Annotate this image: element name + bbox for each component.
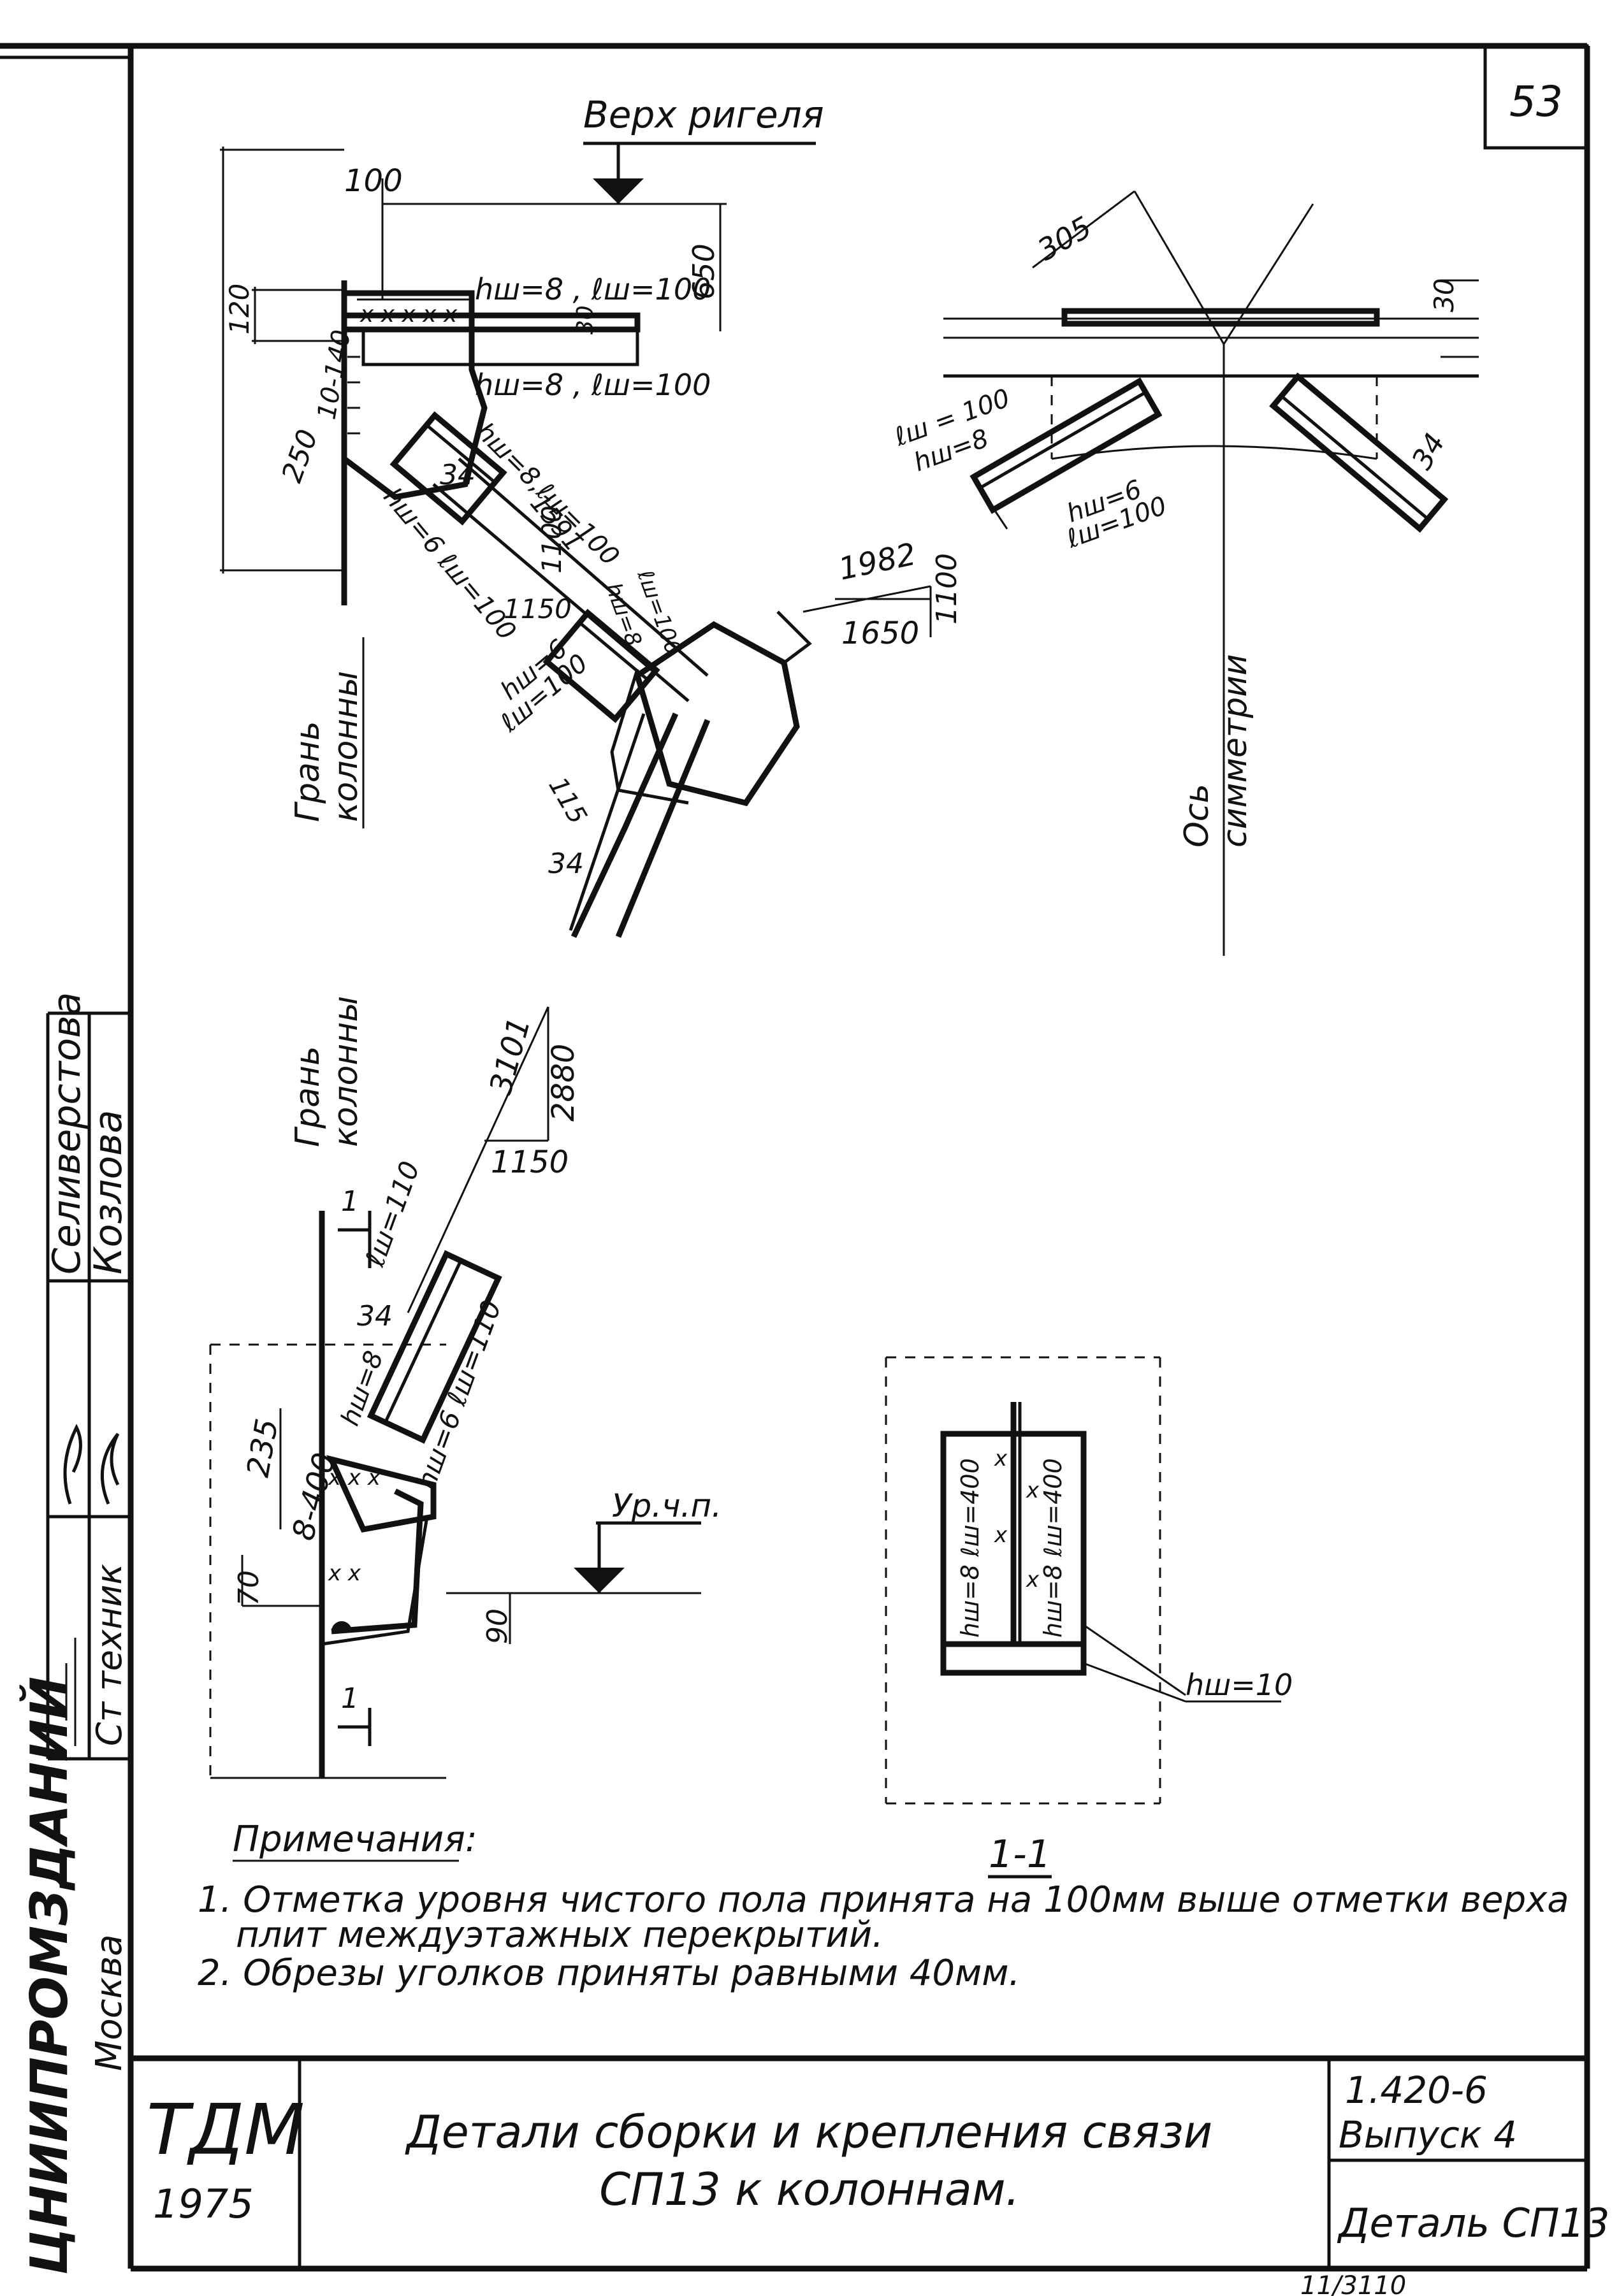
title-line-1: Детали сборки и крепления связи bbox=[405, 2106, 1212, 2158]
floor-level-label: Ур.ч.п. bbox=[612, 1487, 722, 1524]
dim-34-d: 34 bbox=[357, 1300, 393, 1332]
dim-120: 120 bbox=[224, 284, 255, 335]
stamp-name-1: Селиверстова bbox=[45, 992, 89, 1274]
weld-2: hш=8 , ℓш=100 bbox=[475, 368, 711, 402]
section-hatch-4: x bbox=[1026, 1567, 1040, 1592]
notes-heading: Примечания: bbox=[233, 1819, 477, 1860]
title-block: ТДМ 1975 Детали сборки и крепления связи… bbox=[131, 2055, 1609, 2296]
weld-15: hш=6 ℓш=110 bbox=[410, 1296, 507, 1493]
axis-label-1: Ось bbox=[1178, 784, 1216, 848]
series-number: 1.420-6 bbox=[1345, 2069, 1488, 2112]
stamp-role: Ст техник bbox=[89, 1564, 129, 1746]
section-mark-1: 1 bbox=[341, 1185, 359, 1218]
dim-34-a: 34 bbox=[440, 459, 476, 491]
weld-hatch-2: x x x bbox=[328, 1465, 381, 1491]
org-city: Москва bbox=[89, 1934, 130, 2071]
column-face-label-4: колонны bbox=[327, 996, 365, 1147]
issue-number: Выпуск 4 bbox=[1339, 2113, 1517, 2156]
column-face-label-2: колонны bbox=[327, 671, 365, 822]
org-vertical: ЦНИИПРОМЗДАНИЙ bbox=[19, 1677, 79, 2275]
dim-1650: 1650 bbox=[841, 616, 919, 651]
note-1-cont: плит междуэтажных перекрытий. bbox=[236, 1914, 883, 1956]
dim-1982: 1982 bbox=[836, 537, 919, 588]
page-number-box: 53 bbox=[1483, 44, 1589, 150]
bottom-detail: Грань колонны 3101 2880 1150 1 1 x x x x… bbox=[209, 996, 722, 1779]
org-code: ТДМ bbox=[147, 2089, 305, 2170]
dim-70: 70 bbox=[233, 1570, 265, 1606]
dim-1100-a: 1100 bbox=[536, 505, 567, 574]
left-stamp: Селиверстова Козлова Ст техник ЦНИИПРОМЗ… bbox=[19, 992, 131, 2275]
section-title: 1-1 bbox=[989, 1832, 1051, 1877]
dim-305: 305 bbox=[1032, 210, 1098, 268]
dim-3101: 3101 bbox=[483, 1014, 537, 1098]
dim-100: 100 bbox=[344, 163, 403, 199]
dim-1150: 1150 bbox=[504, 593, 572, 625]
bottom-stamp: 11/3110 bbox=[1300, 2271, 1406, 2296]
dim-115: 115 bbox=[542, 772, 592, 829]
notes: Примечания: 1. Отметка уровня чистого по… bbox=[198, 1819, 1569, 1994]
weld-1: hш=8 , ℓш=100 bbox=[475, 272, 711, 307]
section-weld-2: hш=8 ℓш=400 bbox=[1039, 1458, 1067, 1638]
section-mark-2: 1 bbox=[341, 1682, 359, 1715]
section-1-1: hш=8 ℓш=400 hш=8 ℓш=400 x x x x hш=10 1-… bbox=[885, 1356, 1293, 1879]
weld-4: hш=6 ℓш=100 bbox=[377, 482, 521, 646]
dim-235: 235 bbox=[240, 1416, 286, 1480]
section-weld-3: hш=10 bbox=[1186, 1668, 1293, 1702]
note-1: 1. Отметка уровня чистого пола принята н… bbox=[198, 1879, 1569, 1921]
sheet-frame bbox=[0, 43, 1590, 2272]
beam-web bbox=[361, 328, 639, 366]
title-line-2: СП13 к колоннам. bbox=[599, 2163, 1020, 2216]
column-face-label-3: Грань bbox=[289, 1046, 327, 1148]
section-hatch-3: x bbox=[994, 1522, 1008, 1548]
section-hatch-1: x bbox=[994, 1446, 1008, 1471]
dim-34-b: 34 bbox=[548, 848, 584, 880]
dim-1150-b: 1150 bbox=[491, 1144, 569, 1180]
weld-hatch-3: x x bbox=[328, 1561, 361, 1586]
dim-650: 650 bbox=[686, 243, 721, 300]
stamp-name-2: Козлова bbox=[86, 1110, 131, 1274]
dim-250: 250 bbox=[275, 425, 324, 486]
dim-8-400: 8-400 bbox=[285, 1449, 342, 1544]
dim-34-c: 34 bbox=[1405, 428, 1451, 475]
dim-2880: 2880 bbox=[546, 1044, 581, 1122]
beam-top-label: Верх ригеля bbox=[583, 93, 824, 136]
beam-side-flange bbox=[1061, 308, 1380, 327]
note-2: 2. Обрезы уголков приняты равными 40мм. bbox=[198, 1953, 1020, 1994]
dim-1100-b: 1100 bbox=[931, 553, 963, 625]
section-weld-1: hш=8 ℓш=400 bbox=[956, 1458, 984, 1638]
dim-90: 90 bbox=[481, 1608, 514, 1644]
axis-label-2: симметрии bbox=[1216, 654, 1254, 848]
year: 1975 bbox=[153, 2181, 254, 2227]
weld-hatch-1: x x x x x bbox=[359, 301, 458, 328]
dim-30-b: 30 bbox=[1428, 278, 1460, 312]
detail-name: Деталь СП13 bbox=[1337, 2200, 1609, 2246]
column-face-label-1: Грань bbox=[289, 721, 327, 823]
weld-5: ℓш=100 bbox=[632, 566, 686, 658]
dim-30: 30 bbox=[572, 305, 599, 335]
top-detail: x x x x x Верх ригеля 1982 1100 bbox=[220, 93, 1479, 956]
section-hatch-2: x bbox=[1026, 1478, 1040, 1503]
page-number: 53 bbox=[1509, 77, 1563, 126]
